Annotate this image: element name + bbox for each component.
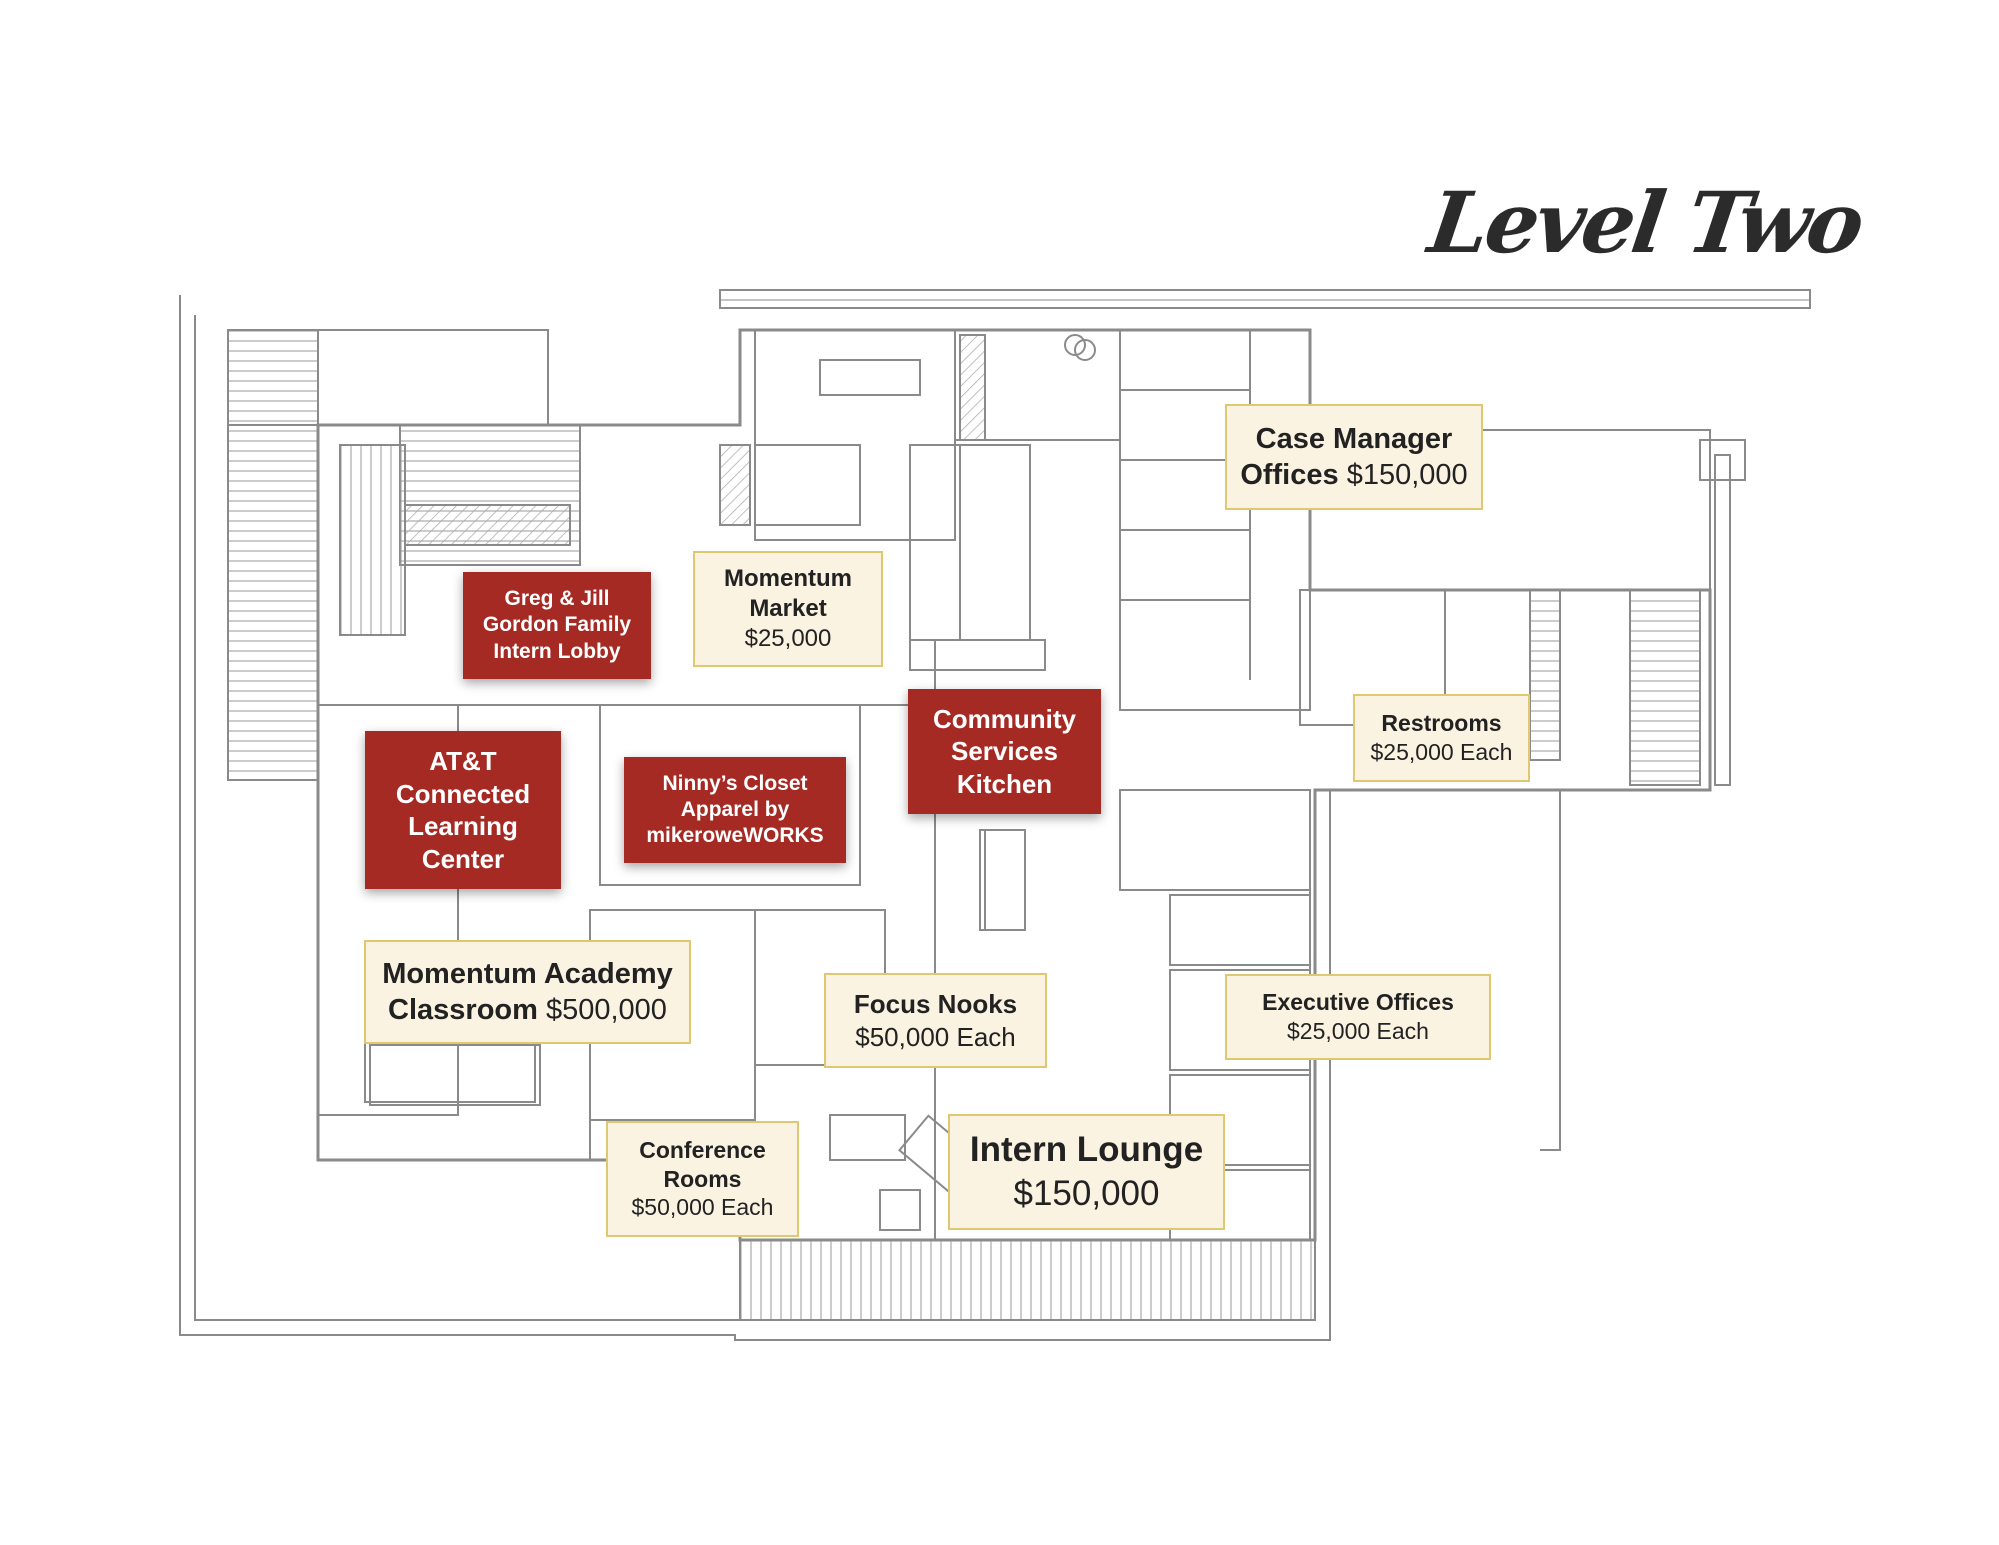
label-line: mikeroweWORKS bbox=[646, 824, 824, 848]
label-line: Case Manager bbox=[1255, 422, 1453, 455]
label-line: Classroom bbox=[388, 994, 538, 1026]
left-stairs bbox=[227, 329, 319, 781]
label-line: Focus Nooks bbox=[853, 989, 1018, 1019]
roof-band-bottom bbox=[739, 1239, 1316, 1321]
label-line: AT&T bbox=[429, 746, 497, 776]
label-academy-classroom: Momentum Academy Classroom $500,000 bbox=[364, 940, 691, 1044]
label-price: $150,000 bbox=[1346, 459, 1468, 491]
label-price: $500,000 bbox=[545, 994, 667, 1026]
label-price: $25,000 Each bbox=[1287, 1018, 1429, 1044]
label-line: Intern Lounge bbox=[969, 1130, 1204, 1170]
label-line: Momentum bbox=[724, 565, 852, 592]
label-line: Center bbox=[421, 843, 505, 874]
label-intern-lobby: Greg & Jill Gordon Family Intern Lobby bbox=[463, 572, 651, 679]
label-conference-rooms: Conference Rooms $50,000 Each bbox=[606, 1121, 799, 1237]
label-line: Restrooms bbox=[1381, 710, 1502, 737]
label-line: Market bbox=[749, 595, 827, 622]
outer-boundary bbox=[179, 295, 1561, 1341]
label-price: $50,000 Each bbox=[631, 1194, 774, 1221]
label-community-kitchen: Community Services Kitchen bbox=[908, 689, 1101, 814]
label-case-manager-offices: Case Manager Offices $150,000 bbox=[1225, 404, 1483, 510]
label-ninnys-closet: Ninny’s Closet Apparel by mikeroweWORKS bbox=[624, 757, 846, 863]
label-line: Services bbox=[951, 736, 1058, 767]
label-line: Learning bbox=[408, 811, 518, 841]
label-line: Momentum Academy bbox=[382, 957, 673, 990]
label-line: Gordon Family bbox=[482, 613, 632, 637]
label-executive-offices: Executive Offices $25,000 Each bbox=[1225, 974, 1491, 1060]
page-title: Level Two bbox=[1423, 173, 1868, 272]
label-price: $150,000 bbox=[1013, 1174, 1160, 1213]
label-att-learning-center: AT&T Connected Learning Center bbox=[365, 731, 561, 889]
label-restrooms: Restrooms $25,000 Each bbox=[1353, 694, 1530, 782]
label-line: Community bbox=[933, 703, 1076, 734]
label-intern-lounge: Intern Lounge $150,000 bbox=[948, 1114, 1225, 1230]
label-line: Apparel by bbox=[680, 797, 790, 821]
label-price: $50,000 Each bbox=[855, 1021, 1016, 1052]
label-price: $25,000 bbox=[744, 625, 832, 652]
label-focus-nooks: Focus Nooks $50,000 Each bbox=[824, 973, 1047, 1068]
label-price: $25,000 Each bbox=[1370, 739, 1513, 765]
label-line: Rooms bbox=[663, 1165, 742, 1192]
label-line: Ninny’s Closet bbox=[662, 771, 808, 795]
label-line: Connected bbox=[395, 778, 531, 809]
roof-band-top bbox=[719, 289, 1811, 309]
label-line: Offices bbox=[1240, 459, 1339, 491]
label-line: Kitchen bbox=[956, 768, 1053, 799]
label-momentum-market: Momentum Market $25,000 bbox=[693, 551, 883, 667]
label-line: Intern Lobby bbox=[493, 639, 621, 663]
label-line: Executive Offices bbox=[1262, 989, 1454, 1016]
label-line: Greg & Jill bbox=[504, 587, 610, 611]
label-line: Conference bbox=[639, 1136, 766, 1163]
